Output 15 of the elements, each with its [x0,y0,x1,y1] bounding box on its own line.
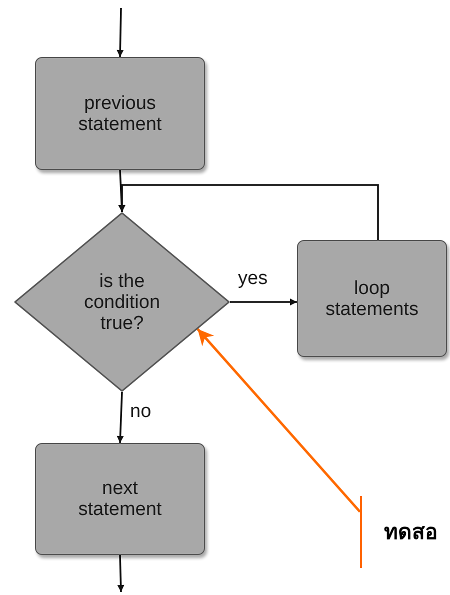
arrow [230,298,297,306]
node-text: next statement [77,478,163,520]
process-box [297,240,447,357]
arrow [117,554,124,592]
node-text: loop statements [324,278,420,320]
arrow [116,8,124,58]
node-text: is the condition true? [82,270,162,334]
arrow [118,184,379,240]
process-box [35,443,205,555]
callout-arrow [196,328,361,513]
process-box [35,57,205,170]
note-text: ทดสอ [384,522,438,542]
decision-diamond [14,212,230,392]
node-text: previous statement [77,92,163,134]
arrow [116,392,124,444]
